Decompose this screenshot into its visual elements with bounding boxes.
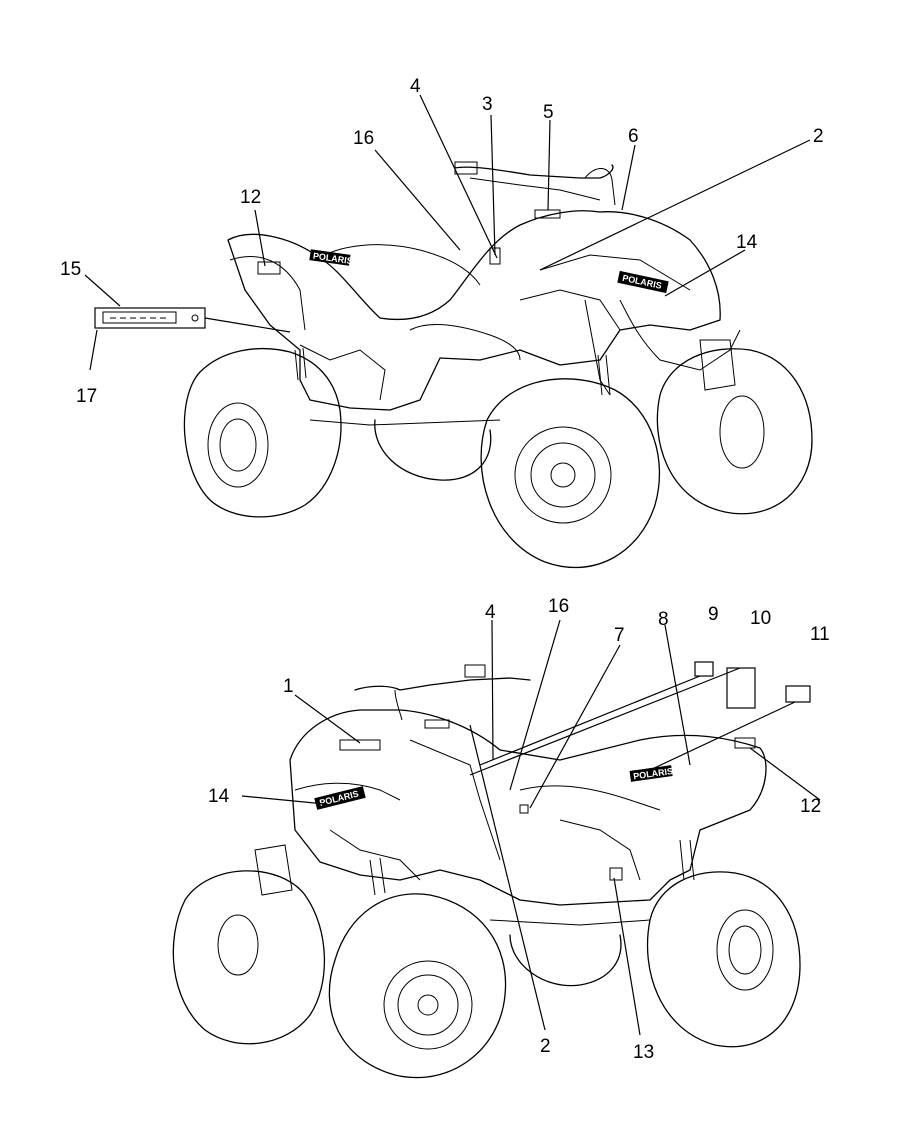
upper-rear-right-wheel [374,419,492,481]
lower-decal-1 [339,739,381,751]
callout-1: 1 [283,676,294,697]
callout-7: 7 [614,625,625,646]
svg-text:POLARIS: POLARIS [621,273,662,291]
callout-2: 2 [813,126,824,147]
callout-3: 3 [482,94,493,115]
upper-front-wheel [480,378,661,569]
callout-16-lower: 16 [548,596,569,617]
lower-rear-logo: POLARIS [629,765,674,782]
lower-body [254,664,767,926]
callout-14: 14 [736,232,758,253]
callout-12: 12 [240,187,261,208]
svg-text:POLARIS: POLARIS [318,789,359,808]
lower-decal-4 [424,719,450,729]
upper-body [227,161,741,426]
lower-front-logo: POLARIS [314,786,366,810]
upper-decal-5 [534,209,561,219]
upper-front-right-wheel [656,348,813,515]
upper-decal-12 [257,261,281,275]
callout-12-lower: 12 [800,796,821,817]
callout-2-lower: 2 [540,1036,551,1057]
upper-rear-wheel [183,347,342,518]
lower-decal-12 [734,737,756,749]
callout-5: 5 [543,102,554,123]
callout-13: 13 [633,1042,654,1063]
upper-atv-drawing: POLARIS POLARIS [94,161,813,569]
callout-6: 6 [628,126,639,147]
lower-decal-7 [519,804,529,814]
callout-11: 11 [810,624,830,645]
callout-9: 9 [708,604,719,625]
callout-17: 17 [76,386,97,407]
lower-leader-lines [241,619,821,1036]
upper-front-logo: POLARIS [617,270,669,294]
decal-9 [694,661,714,677]
upper-leader-lines [84,94,811,371]
lower-rear-left-wheel [509,934,622,987]
callout-14-lower: 14 [208,786,230,807]
lower-front-wheel [328,893,507,1079]
lower-front-left-wheel [172,870,326,1045]
callout-4-lower: 4 [485,602,496,623]
lower-rear-wheel [646,871,801,1048]
callout-16: 16 [353,128,374,149]
callout-10: 10 [750,608,771,629]
callout-15: 15 [60,259,81,280]
callout-4: 4 [410,76,421,97]
upper-decal-15-17 [94,307,206,329]
decal-10 [726,667,756,709]
callout-8: 8 [658,609,669,630]
svg-text:POLARIS: POLARIS [312,251,353,266]
decal-11 [785,685,811,703]
lower-atv-drawing: POLARIS POLARIS [172,661,811,1079]
lower-decal-13 [609,867,623,881]
